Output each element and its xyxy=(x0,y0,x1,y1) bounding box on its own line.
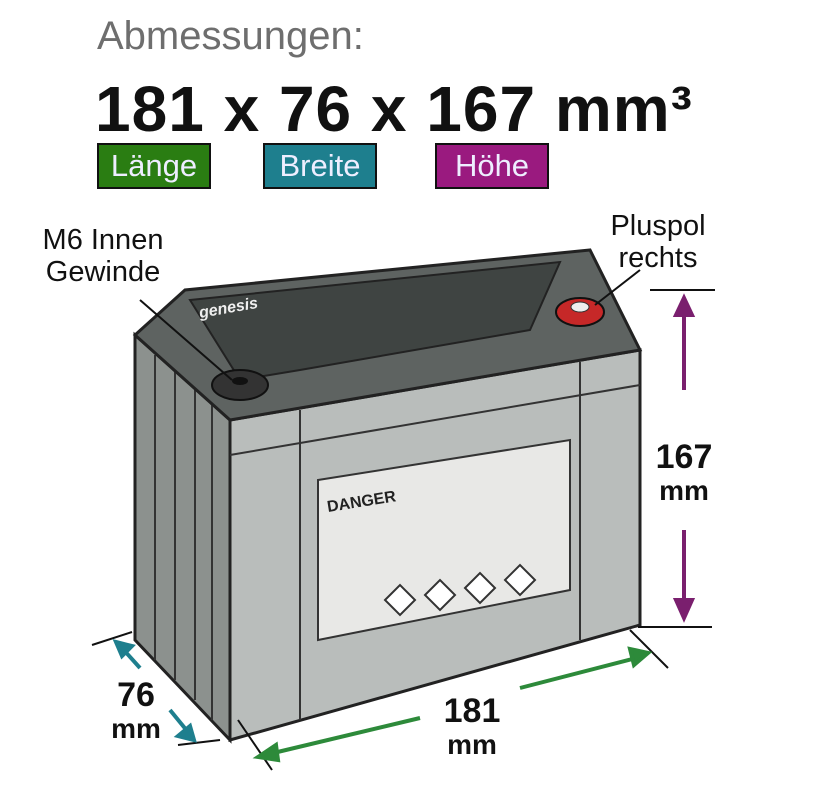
pole-label-line1: Pluspol xyxy=(610,210,706,242)
width-unit: mm xyxy=(111,713,161,744)
hazard-icons xyxy=(383,563,537,617)
thread-annotation: M6 Innen Gewinde xyxy=(28,224,178,288)
width-arrow-icon xyxy=(112,639,197,743)
width-dimension: 76 mm xyxy=(100,678,172,746)
badge-height: Höhe xyxy=(435,143,549,189)
length-arrow-icon xyxy=(252,646,653,763)
pole-label-line2: rechts xyxy=(618,242,698,274)
width-value: 76 xyxy=(117,676,155,714)
length-dimension: 181 mm xyxy=(432,694,512,762)
battery-lid-label xyxy=(188,260,562,382)
subtitle: Abmessungen: xyxy=(97,14,364,58)
length-value: 181 xyxy=(443,692,501,730)
danger-label xyxy=(317,438,571,642)
dimensions-headline: 181 x 76 x 167 mm³ xyxy=(95,73,693,145)
height-unit: mm xyxy=(659,475,709,506)
height-value: 167 xyxy=(655,438,713,476)
thread-leader-line xyxy=(139,299,233,381)
badge-length: Länge xyxy=(97,143,211,189)
height-dimension: 167 mm xyxy=(644,440,724,508)
height-arrow-icon xyxy=(672,293,696,623)
badge-width: Breite xyxy=(263,143,377,189)
thread-label-line1: M6 Innen xyxy=(42,224,164,256)
pole-leader-line xyxy=(594,269,641,306)
thread-label-line2: Gewinde xyxy=(45,256,161,288)
battery-ribs xyxy=(154,355,641,720)
length-unit: mm xyxy=(447,729,497,760)
pole-annotation: Pluspol rechts xyxy=(596,210,720,274)
